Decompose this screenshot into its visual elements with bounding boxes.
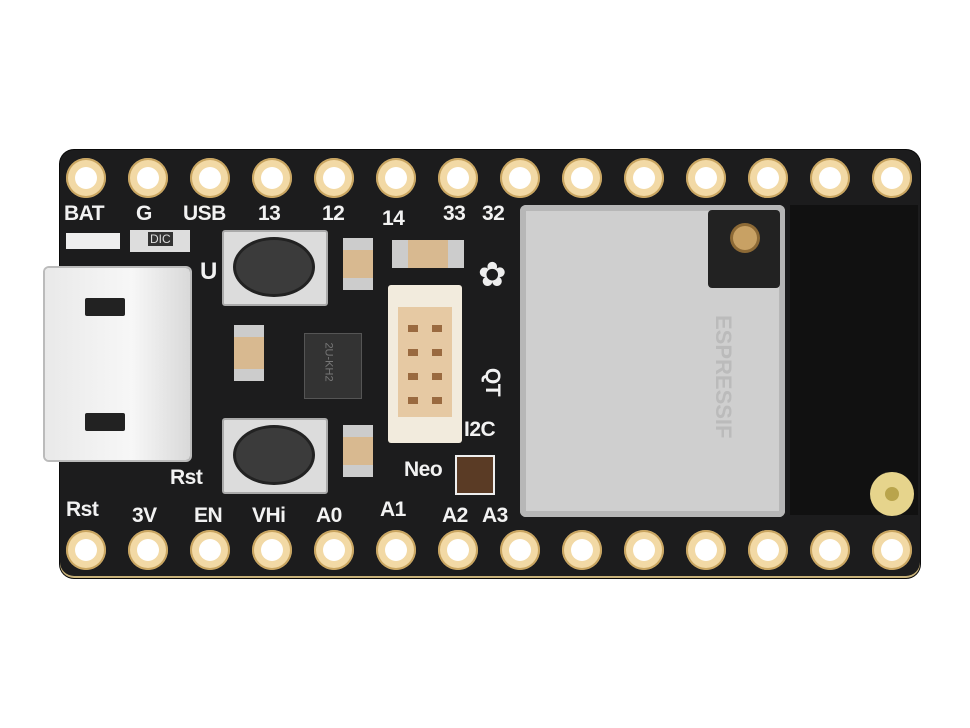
voltage-regulator: 2U-KH2: [304, 333, 362, 399]
pin-label-14: 14: [382, 207, 405, 230]
header-pin-hole: [190, 158, 230, 198]
antenna-keepout: [790, 205, 918, 515]
header-pin-hole: [624, 530, 664, 570]
usb-slot: [85, 298, 125, 316]
header-pin-hole: [562, 158, 602, 198]
resistor: DIC: [130, 230, 190, 252]
pin-label-bat: BAT: [64, 202, 105, 225]
header-pin-hole: [748, 530, 788, 570]
header-pin-hole: [314, 158, 354, 198]
pin-label-a0: A0: [316, 504, 342, 527]
neopixel-label: Neo: [404, 458, 443, 481]
pin-label-32: 32: [482, 202, 505, 225]
resistor-marking: DIC: [148, 232, 173, 246]
header-pin-hole: [66, 158, 106, 198]
header-pin-hole: [252, 530, 292, 570]
header-pin-hole: [810, 530, 850, 570]
stemma-qt-label: QT: [481, 367, 505, 397]
header-pin-hole: [624, 158, 664, 198]
regulator-marking: 2U-KH2: [322, 342, 335, 382]
header-pin-hole: [810, 158, 850, 198]
adafruit-star-logo: ✿: [478, 256, 507, 294]
capacitor: [343, 238, 373, 290]
pin-label-usb: USB: [183, 202, 226, 225]
neopixel-led: [455, 455, 495, 495]
pin-label-g: G: [136, 202, 152, 225]
pin-label-3v: 3V: [132, 504, 157, 527]
reset-button[interactable]: [222, 418, 328, 494]
micro-usb-port[interactable]: [45, 268, 190, 460]
capacitor: [234, 325, 264, 381]
header-pin-hole: [500, 530, 540, 570]
ufl-antenna-connector[interactable]: [733, 226, 757, 250]
capacitor: [343, 425, 373, 477]
boot-label: U: [200, 258, 217, 285]
header-pin-hole: [438, 158, 478, 198]
charge-led: [66, 233, 120, 249]
header-pin-hole: [128, 530, 168, 570]
header-pin-hole: [128, 158, 168, 198]
pin-label-12: 12: [322, 202, 345, 225]
header-pin-hole: [872, 530, 912, 570]
header-pin-hole: [190, 530, 230, 570]
header-pin-hole: [748, 158, 788, 198]
header-pin-hole: [500, 158, 540, 198]
pin-label-rst: Rst: [66, 498, 99, 521]
pin-label-a2: A2: [442, 504, 468, 527]
pin-label-a1: A1: [380, 498, 406, 521]
header-pin-hole: [872, 158, 912, 198]
esp32-module-shield: ESPRESSIF: [520, 205, 785, 517]
header-pin-hole: [314, 530, 354, 570]
i2c-label: I2C: [464, 418, 496, 441]
header-pin-hole: [66, 530, 106, 570]
header-pin-hole: [438, 530, 478, 570]
header-pin-hole: [252, 158, 292, 198]
module-brand: ESPRESSIF: [711, 315, 736, 439]
header-pin-hole: [376, 158, 416, 198]
header-pin-hole: [686, 530, 726, 570]
pin-label-vhi: VHi: [252, 504, 286, 527]
header-pin-hole: [376, 530, 416, 570]
reset-label: Rst: [170, 466, 203, 489]
fiducial-mark: [870, 472, 914, 516]
pin-label-a3: A3: [482, 504, 508, 527]
stemma-qt-connector[interactable]: [388, 285, 462, 443]
header-pin-hole: [686, 158, 726, 198]
capacitor: [392, 240, 464, 268]
header-pin-hole: [562, 530, 602, 570]
boot-button[interactable]: [222, 230, 328, 306]
usb-slot: [85, 413, 125, 431]
pin-label-33: 33: [443, 202, 466, 225]
pin-label-13: 13: [258, 202, 281, 225]
pin-label-en: EN: [194, 504, 223, 527]
